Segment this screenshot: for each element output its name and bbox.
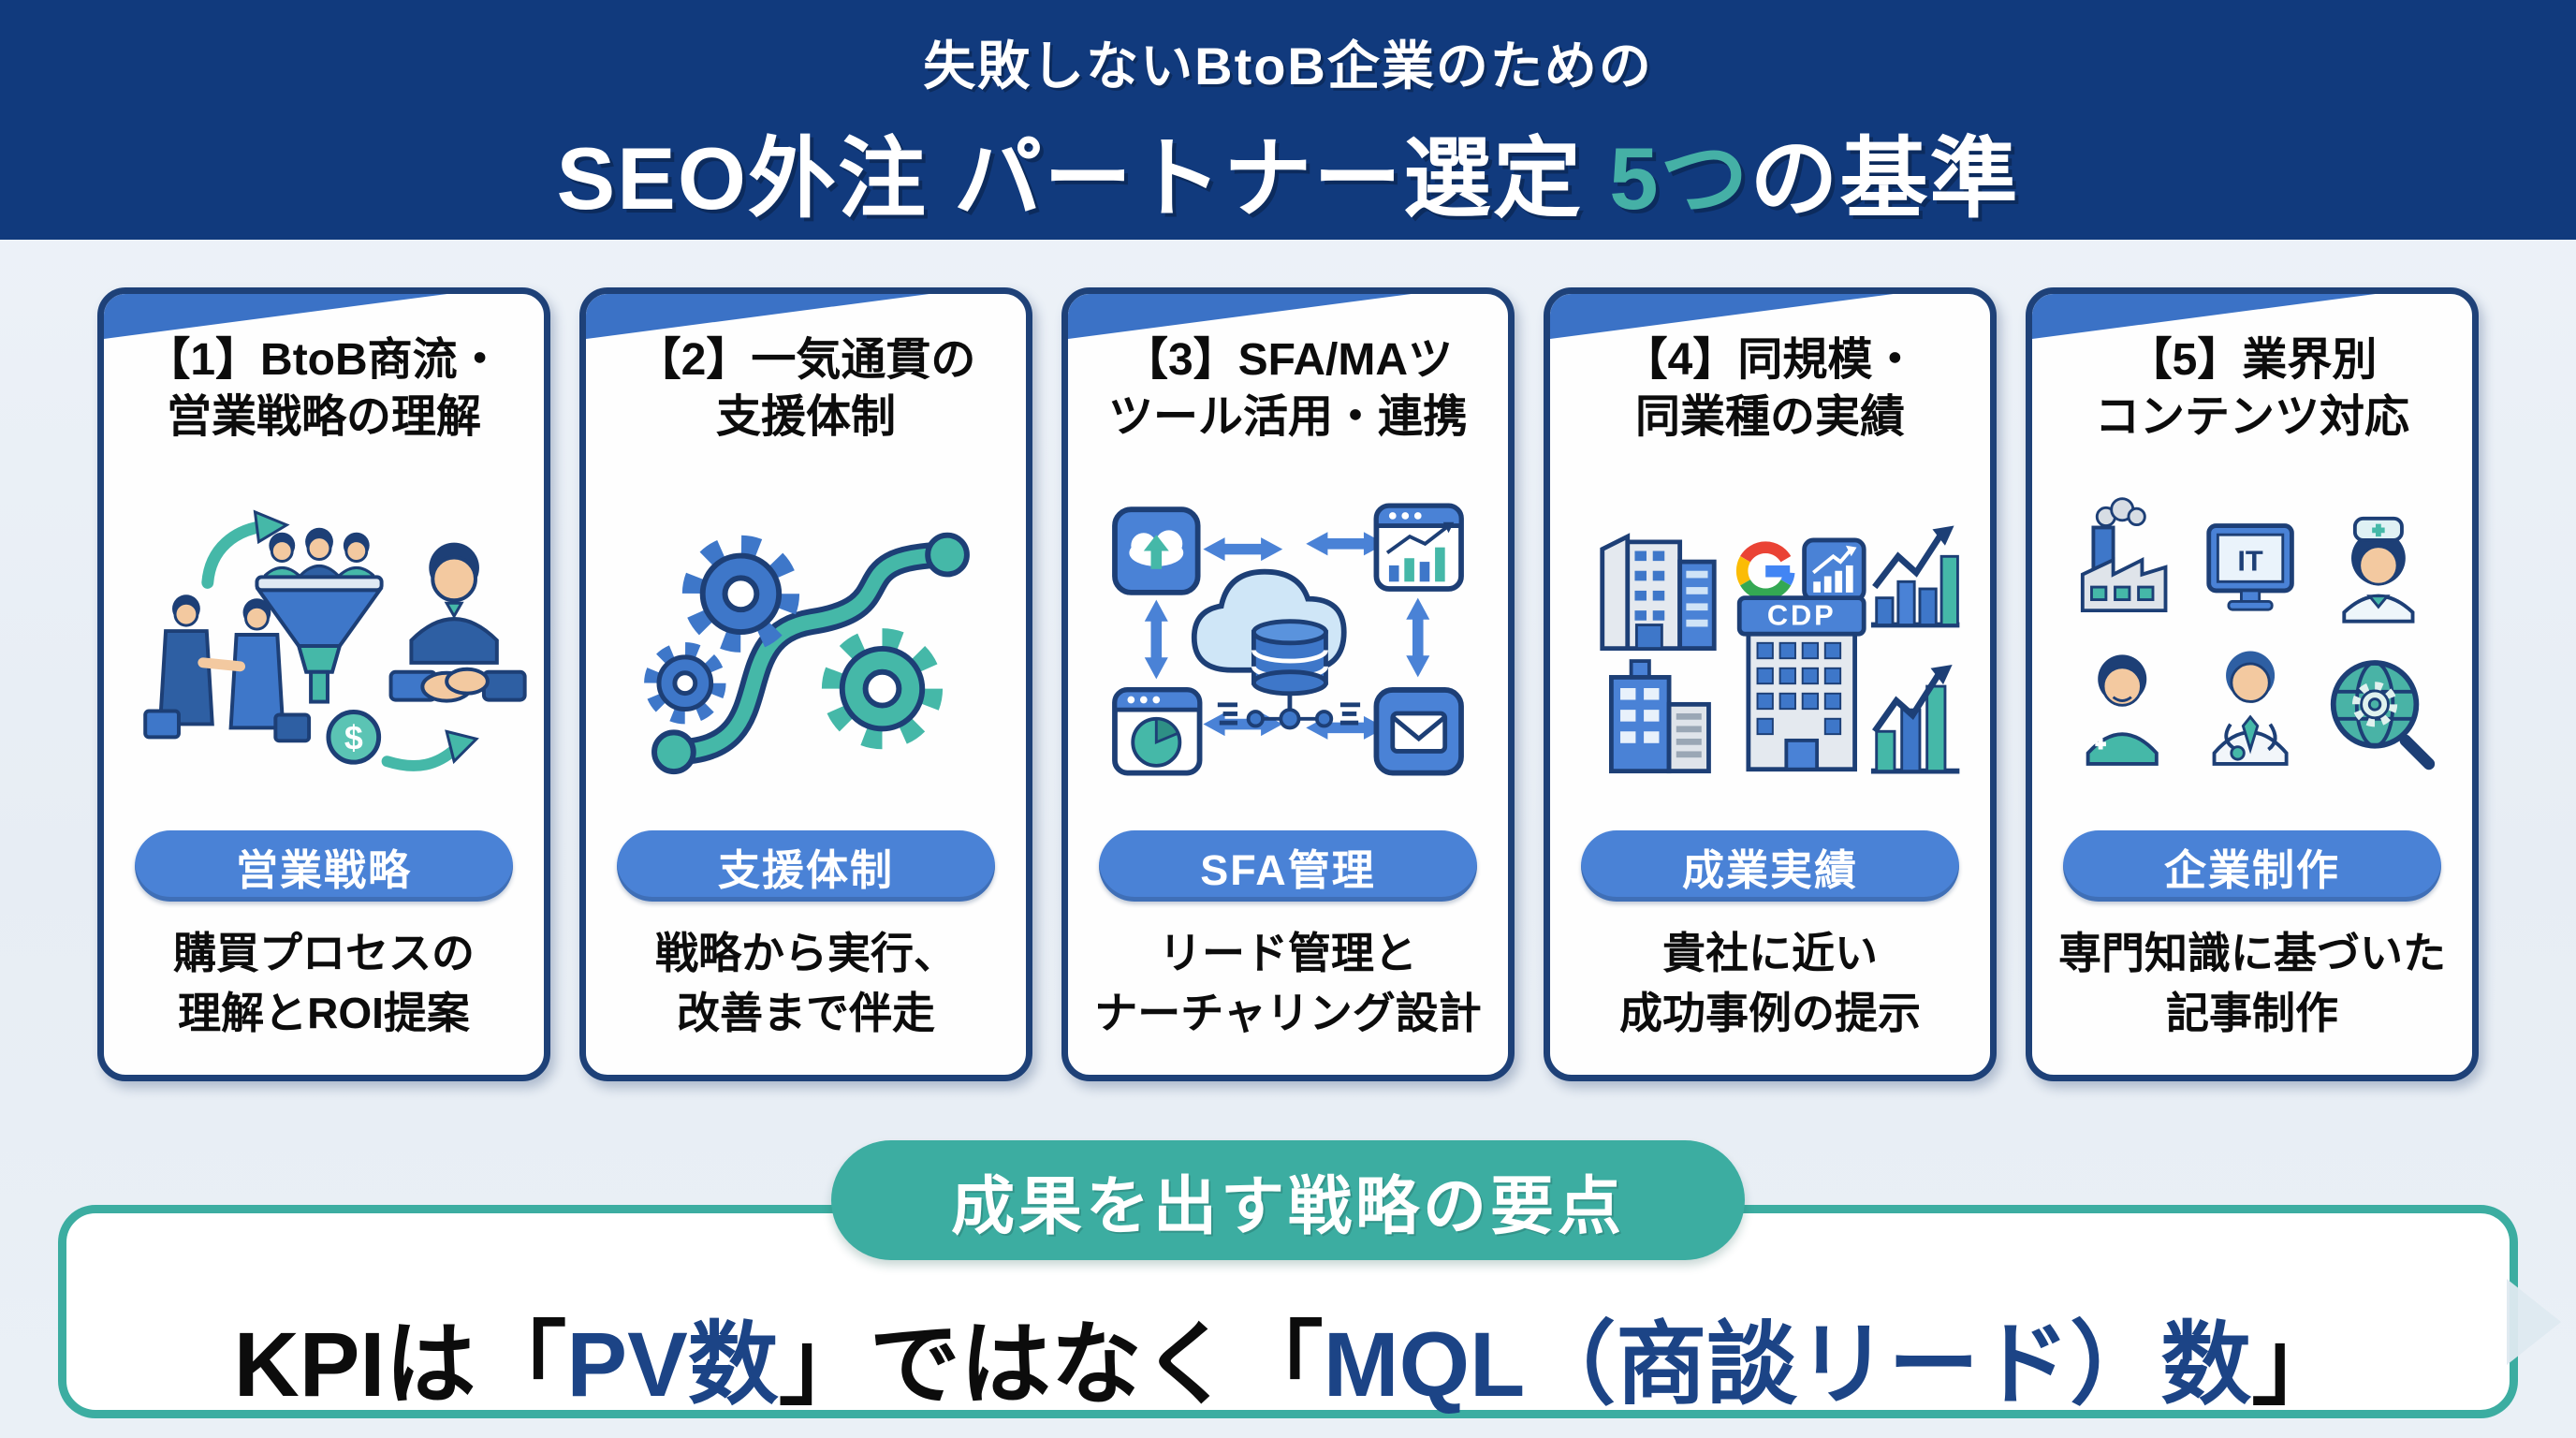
meeting-people-icon: [143, 594, 312, 743]
kpi-statement: KPIは「PV数」ではなく「MQL（商談リード）数」: [0, 1290, 2576, 1422]
card-badge: 成業実績: [1581, 830, 1959, 902]
card-illustration: IT: [2032, 447, 2472, 830]
desc-line2: 記事制作: [2166, 988, 2338, 1037]
card-title: 【3】SFA/MAツツール活用・連携: [1108, 331, 1468, 447]
kpi-mid: 」ではなく「: [778, 1313, 1324, 1416]
kpi-pv: PV数: [566, 1313, 779, 1416]
card-title-line1: 【4】同規模・: [1622, 335, 1918, 385]
card-illustration: G CDP: [1550, 447, 1990, 830]
kpi-mql: MQL（商談リード）数: [1323, 1313, 2252, 1416]
card-description: 購買プロセスの理解とROI提案: [173, 924, 475, 1043]
card-badge-label: 企業制作: [2163, 845, 2340, 894]
sales-funnel-handshake-icon: $: [143, 509, 527, 771]
card-title-line1: 【3】SFA/MAツ: [1122, 335, 1454, 385]
right-edge-arrow-icon: [2507, 1279, 2561, 1365]
desc-line2: ナーチャリング設計: [1094, 988, 1482, 1037]
monitor-label: IT: [2237, 545, 2263, 578]
process-gears-icon: [644, 532, 970, 775]
kpi-pre: KPIは「: [233, 1313, 567, 1416]
gear-teal-icon: [821, 628, 944, 750]
card-4-track-record: 【4】同規模・同業種の実績: [1544, 287, 1997, 1081]
card-title-line2: コンテンツ対応: [2094, 392, 2409, 443]
card-illustration: [586, 447, 1026, 830]
card-title-line1: 【2】一気通貫の: [636, 335, 976, 385]
card-title: 【2】一気通貫の支援体制: [637, 331, 976, 447]
card-title-line1: 【1】BtoB商流・: [145, 335, 503, 385]
card-badge: 企業制作: [2063, 830, 2441, 902]
card-3-sfa-ma-tools: 【3】SFA/MAツツール活用・連携: [1061, 287, 1515, 1081]
card-badge: SFA管理: [1099, 830, 1477, 902]
growth-chart-icon: [1870, 525, 1960, 774]
card-title-line2: ツール活用・連携: [1107, 392, 1468, 443]
funnel-icon: [255, 575, 384, 704]
desc-line1: 購買プロセスの: [173, 929, 475, 978]
desc-line2: 理解とROI提案: [178, 988, 470, 1037]
criteria-cards-row: 【1】BtoB商流・営業戦略の理解: [97, 287, 2479, 1081]
desc-line2: 改善まで伴走: [677, 988, 935, 1037]
card-badge: 営業戦略: [135, 830, 513, 902]
it-monitor-icon: IT: [2206, 523, 2294, 611]
header-subtitle: 失敗しないBtoB企業のための: [923, 37, 1653, 95]
email-tile-icon: [1373, 687, 1464, 776]
analytics-window-tile-icon: [1373, 503, 1464, 592]
pie-window-tile-icon: [1112, 687, 1203, 776]
card-description: リード管理とナーチャリング設計: [1094, 924, 1482, 1043]
card-title-line2: 同業種の実績: [1634, 392, 1905, 443]
desc-line2: 成功事例の提示: [1619, 988, 1921, 1037]
card-badge: 支援体制: [617, 830, 995, 902]
card-title: 【4】同規模・同業種の実績: [1623, 331, 1918, 447]
cloud-data-integration-icon: [1112, 503, 1464, 776]
partner-handshake-icon: [388, 542, 527, 703]
card-illustration: [1068, 447, 1508, 830]
card-description: 戦略から実行、改善まで伴走: [655, 924, 957, 1043]
cloud-upload-tile-icon: [1112, 506, 1201, 595]
page-title-highlight: 5つ: [1609, 129, 1750, 227]
card-badge-label: 支援体制: [717, 845, 894, 894]
card-badge-label: SFA管理: [1200, 845, 1376, 894]
desc-line1: 戦略から実行、: [655, 929, 957, 978]
card-title: 【5】業界別コンテンツ対応: [2095, 331, 2409, 447]
globe-search-gear-icon: [2330, 660, 2436, 770]
kpi-post: 」: [2251, 1313, 2343, 1416]
card-1-btob-sales: 【1】BtoB商流・営業戦略の理解: [97, 287, 550, 1081]
doctor-icon: [2212, 651, 2289, 766]
company-growth-results-icon: G CDP: [1600, 525, 1960, 774]
people-group-icon: [263, 527, 375, 584]
cdp-sign-label: CDP: [1767, 599, 1837, 632]
card-5-industry-content: 【5】業界別コンテンツ対応 IT: [2026, 287, 2479, 1081]
coin-symbol: $: [344, 719, 363, 756]
card-title: 【1】BtoB商流・営業戦略の理解: [145, 331, 502, 447]
google-logo-icon: G: [1735, 541, 1795, 600]
industry-specialists-icon: IT: [2080, 497, 2436, 770]
cdp-building-icon: CDP: [1736, 595, 1866, 772]
worker-icon: [2086, 654, 2159, 766]
strategy-summary-heading: 成果を出す戦略の要点: [830, 1140, 1746, 1260]
card-2-support-structure: 【2】一気通貫の支援体制: [579, 287, 1032, 1081]
card-badge-label: 成業実績: [1681, 845, 1858, 894]
desc-line1: 専門知識に基づいた: [2058, 929, 2446, 978]
factory-icon: [2080, 497, 2168, 613]
cloud-database-icon: [1191, 568, 1361, 730]
nurse-icon: [2342, 516, 2415, 624]
page-title-pre: SEO外注 パートナー選定: [556, 129, 1610, 227]
desc-line1: 貴社に近い: [1662, 929, 1878, 978]
card-illustration: $: [104, 447, 544, 830]
card-title-line1: 【5】業界別: [2127, 335, 2378, 385]
card-description: 専門知識に基づいた記事制作: [2058, 924, 2446, 1043]
gear-small-blue-icon: [644, 641, 726, 725]
card-badge-label: 営業戦略: [235, 845, 412, 894]
card-title-line2: 支援体制: [715, 392, 896, 443]
card-description: 貴社に近い成功事例の提示: [1619, 924, 1921, 1043]
page-title-post: の基準: [1749, 129, 2020, 227]
header-banner: 失敗しないBtoB企業のための SEO外注 パートナー選定 5つの基準: [0, 0, 2576, 240]
card-title-line2: 営業戦略の理解: [166, 392, 481, 443]
desc-line1: リード管理と: [1158, 929, 1417, 978]
office-buildings-icon: [1600, 533, 1717, 774]
chart-tile-icon: [1802, 537, 1866, 602]
page-title: SEO外注 パートナー選定 5つの基準: [0, 108, 2576, 235]
dollar-coin-icon: $: [326, 709, 382, 765]
